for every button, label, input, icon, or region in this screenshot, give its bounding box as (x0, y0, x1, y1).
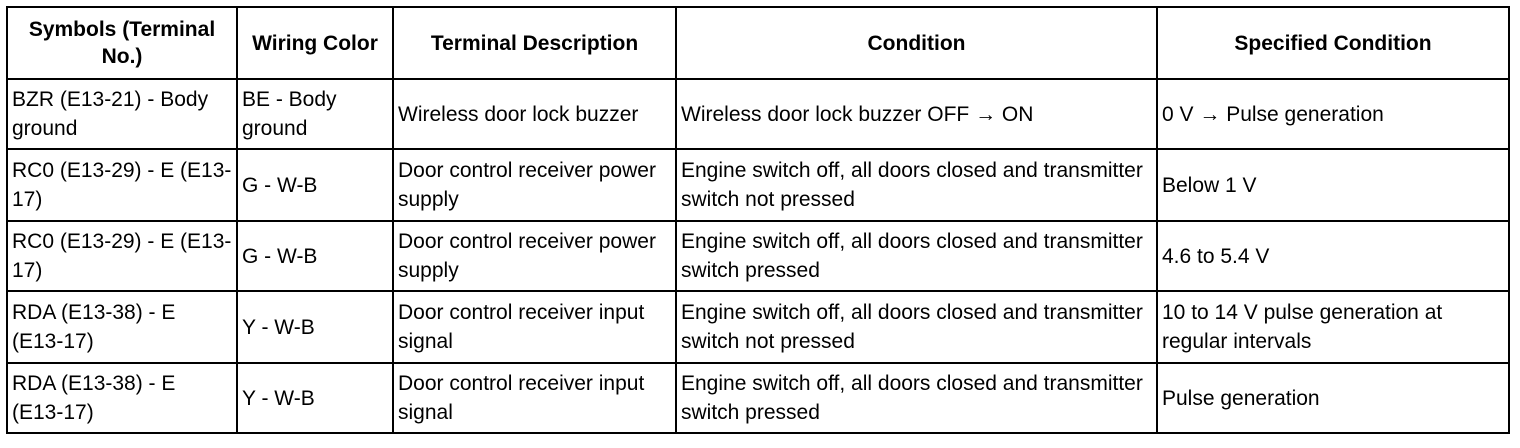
cell-terminal-description: Door control receiver input signal (392, 290, 677, 364)
table-row: RDA (E13-38) - E (E13-17) Y - W-B Door c… (6, 362, 1510, 434)
cell-symbols: RC0 (E13-29) - E (E13-17) (6, 220, 238, 292)
table-row: RC0 (E13-29) - E (E13-17) G - W-B Door c… (6, 220, 1510, 292)
cell-wiring-color: G - W-B (236, 220, 394, 292)
header-wiring-color: Wiring Color (236, 6, 394, 80)
cell-terminal-description: Wireless door lock buzzer (392, 78, 677, 150)
header-symbols: Symbols (Terminal No.) (6, 6, 238, 80)
cell-condition: Engine switch off, all doors closed and … (675, 362, 1158, 434)
cell-wiring-color: Y - W-B (236, 290, 394, 364)
cell-wiring-color: Y - W-B (236, 362, 394, 434)
table-row: RDA (E13-38) - E (E13-17) Y - W-B Door c… (6, 290, 1510, 364)
cell-symbols: RDA (E13-38) - E (E13-17) (6, 362, 238, 434)
cell-wiring-color: G - W-B (236, 148, 394, 222)
cell-specified-condition: Below 1 V (1156, 148, 1510, 222)
header-specified-condition: Specified Condition (1156, 6, 1510, 80)
cell-condition: Engine switch off, all doors closed and … (675, 148, 1158, 222)
cell-terminal-description: Door control receiver power supply (392, 220, 677, 292)
table-row: BZR (E13-21) - Body ground BE - Body gro… (6, 78, 1510, 150)
cell-condition: Wireless door lock buzzer OFF → ON (675, 78, 1158, 150)
header-row: Symbols (Terminal No.) Wiring Color Term… (6, 6, 1510, 80)
cell-specified-condition: Pulse generation (1156, 362, 1510, 434)
cell-wiring-color: BE - Body ground (236, 78, 394, 150)
cell-symbols: RC0 (E13-29) - E (E13-17) (6, 148, 238, 222)
cell-specified-condition: 10 to 14 V pulse generation at regular i… (1156, 290, 1510, 364)
cell-specified-condition: 0 V → Pulse generation (1156, 78, 1510, 150)
header-condition: Condition (675, 6, 1158, 80)
table-row: RC0 (E13-29) - E (E13-17) G - W-B Door c… (6, 148, 1510, 222)
cell-symbols: BZR (E13-21) - Body ground (6, 78, 238, 150)
terminal-inspection-table: Symbols (Terminal No.) Wiring Color Term… (6, 6, 1510, 434)
cell-terminal-description: Door control receiver input signal (392, 362, 677, 434)
cell-symbols: RDA (E13-38) - E (E13-17) (6, 290, 238, 364)
cell-specified-condition: 4.6 to 5.4 V (1156, 220, 1510, 292)
cell-condition: Engine switch off, all doors closed and … (675, 290, 1158, 364)
cell-terminal-description: Door control receiver power supply (392, 148, 677, 222)
header-terminal-description: Terminal Description (392, 6, 677, 80)
cell-condition: Engine switch off, all doors closed and … (675, 220, 1158, 292)
terminal-inspection-table-container: Symbols (Terminal No.) Wiring Color Term… (6, 6, 1510, 434)
